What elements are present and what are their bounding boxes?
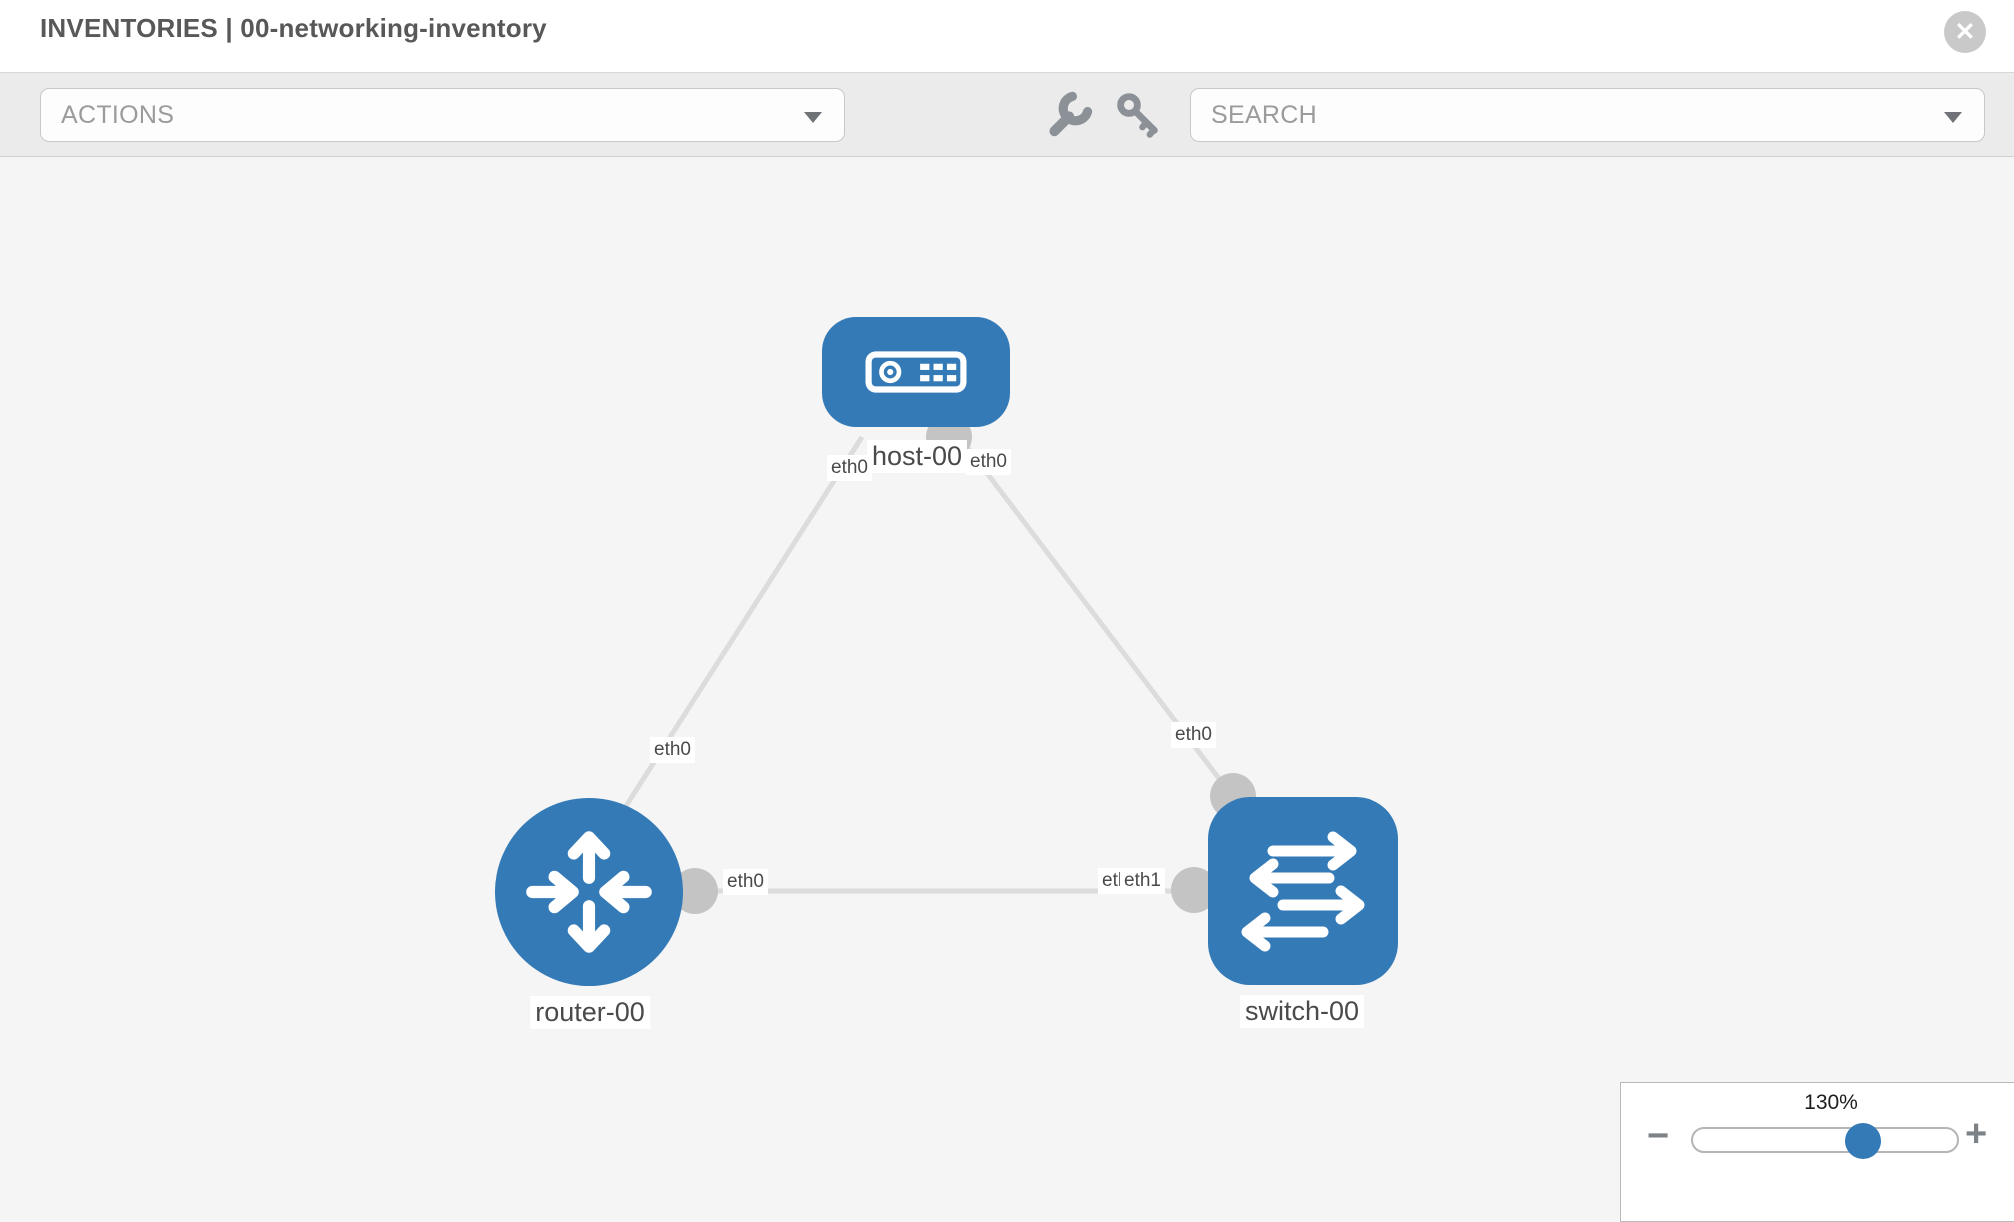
node-label-host-00: host-00 <box>866 440 968 473</box>
search-dropdown-label: SEARCH <box>1211 101 1317 129</box>
page-title: INVENTORIES | 00-networking-inventory <box>40 13 547 43</box>
node-router-00[interactable] <box>495 798 683 986</box>
chevron-down-icon <box>804 112 822 123</box>
zoom-slider-track[interactable] <box>1691 1127 1959 1153</box>
zoom-slider-handle[interactable] <box>1845 1123 1881 1159</box>
node-label-switch-00: switch-00 <box>1239 995 1365 1028</box>
search-dropdown[interactable]: SEARCH <box>1190 88 1985 142</box>
port-label: eth0 <box>650 737 695 763</box>
close-icon[interactable]: ✕ <box>1944 11 1986 53</box>
zoom-out-button[interactable]: − <box>1647 1115 1670 1157</box>
actions-dropdown[interactable]: ACTIONS <box>40 88 845 142</box>
node-switch-00[interactable] <box>1208 797 1398 985</box>
zoom-percentage: 130% <box>1804 1091 1858 1114</box>
key-icon[interactable] <box>1114 90 1162 138</box>
zoom-panel: 130% − + <box>1620 1082 2014 1222</box>
chevron-down-icon <box>1944 112 1962 123</box>
port-label: eth0 <box>1171 722 1216 748</box>
node-label-router-00: router-00 <box>530 996 650 1029</box>
port-label: eth1 <box>1120 868 1165 894</box>
page-header: INVENTORIES | 00-networking-inventory ✕ <box>0 0 2014 73</box>
toolbar: ACTIONS SEARCH <box>0 73 2014 157</box>
port-label: eth0 <box>723 869 768 895</box>
link-endpoint <box>1171 867 1217 913</box>
port-label: eth0 <box>827 455 872 481</box>
wrench-icon[interactable] <box>1046 90 1094 138</box>
link-endpoint <box>672 868 718 914</box>
zoom-in-button[interactable]: + <box>1965 1113 1988 1155</box>
port-label: eth0 <box>966 449 1011 475</box>
node-host-00[interactable] <box>822 317 1010 427</box>
actions-dropdown-label: ACTIONS <box>61 101 175 129</box>
